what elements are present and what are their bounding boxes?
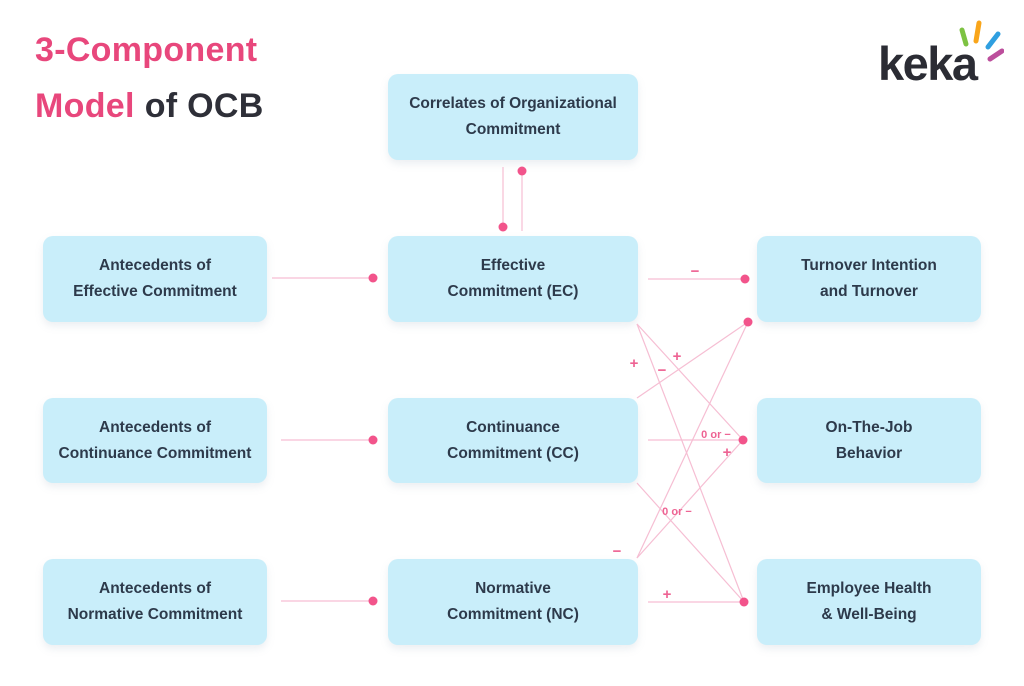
box-correlates: Correlates of Organizational Commitment <box>388 74 638 160</box>
spark-blue-icon <box>985 31 1001 50</box>
box-employee-health: Employee Health & Well-Being <box>757 559 981 645</box>
box-normative-commitment-line2: Commitment (NC) <box>447 606 579 623</box>
box-employee-health-line1: Employee Health <box>806 580 932 597</box>
arrow-dot-ant-cc <box>368 435 378 445</box>
spark-orange-icon <box>973 20 982 44</box>
connector-cc-health <box>636 482 745 603</box>
box-employee-health-line2: & Well-Being <box>821 606 917 623</box>
sign-label-nc-turnover: − <box>613 543 622 560</box>
keka-logo-text: keka <box>878 37 978 90</box>
arrow-dot-turnover-top <box>740 274 750 284</box>
spark-pink-icon <box>987 48 1004 62</box>
box-antecedents-normative-line2: Normative Commitment <box>67 606 243 623</box>
sign-label-ec-turnover: − <box>691 263 700 280</box>
connector-ec-otj <box>636 323 744 441</box>
keka-logo-sparks-icon <box>959 20 1004 62</box>
title-accent-line2: Model <box>35 87 135 125</box>
box-antecedents-continuance: Antecedents of Continuance Commitment <box>43 398 267 483</box>
keka-logo: keka <box>878 20 1008 90</box>
arrow-dot-ant-ec <box>368 273 378 283</box>
box-antecedents-continuance-line1: Antecedents of <box>99 418 211 436</box>
title-rest-line2: of OCB <box>144 87 264 125</box>
connector-cc-turnover <box>636 321 749 399</box>
box-normative-commitment: Normative Commitment (NC) <box>388 559 638 645</box>
box-on-the-job-behavior-line2: Behavior <box>835 444 903 462</box>
box-antecedents-continuance-line2: Continuance Commitment <box>58 444 252 462</box>
sign-label-cc-health: 0 or − <box>662 506 692 518</box>
sign-label-nc-health: + <box>663 586 672 603</box>
box-antecedents-normative-line1: Antecedents of <box>99 580 211 597</box>
box-normative-commitment-line1: Normative <box>475 580 551 597</box>
box-correlates-line1: Correlates of Organizational <box>409 95 617 112</box>
title-accent-line1: 3-Component <box>35 31 258 69</box>
box-continuance-commitment-line2: Commitment (CC) <box>447 444 579 462</box>
page-title-line1: 3-Component <box>35 22 264 78</box>
box-effective-commitment-line1: Effective <box>480 257 546 274</box>
box-antecedents-effective-line1: Antecedents of <box>99 257 211 274</box>
arrow-dot-turnover-bottom <box>743 317 753 327</box>
box-turnover: Turnover Intention and Turnover <box>757 236 981 322</box>
box-antecedents-effective-line2: Effective Commitment <box>73 283 237 300</box>
arrow-dot-health <box>739 597 749 607</box>
box-antecedents-normative: Antecedents of Normative Commitment <box>43 559 267 645</box>
box-on-the-job-behavior: On-The-Job Behavior <box>757 398 981 483</box>
box-effective-commitment: Effective Commitment (EC) <box>388 236 638 322</box>
arrow-dot-otj <box>738 435 748 445</box>
arrow-dot-ec-to-correlates <box>517 166 527 176</box>
box-turnover-line2: and Turnover <box>820 283 918 300</box>
box-antecedents-effective: Antecedents of Effective Commitment <box>43 236 267 322</box>
box-on-the-job-behavior-line1: On-The-Job <box>825 418 913 436</box>
sign-label-cc-otj: 0 or − <box>701 429 731 441</box>
arrow-dot-correlates-to-ec <box>498 222 508 232</box>
box-continuance-commitment-line1: Continuance <box>466 418 560 436</box>
sign-label-ec-otj: + <box>673 348 682 365</box>
connector-nc-otj <box>636 439 744 559</box>
sign-label-nc-otj: + <box>723 444 732 461</box>
box-turnover-line1: Turnover Intention <box>801 257 937 274</box>
box-correlates-line2: Commitment <box>465 121 561 138</box>
spark-green-icon <box>959 27 969 47</box>
sign-label-cc-turnover: − <box>658 362 667 379</box>
box-effective-commitment-line2: Commitment (EC) <box>447 283 579 300</box>
connector-nc-turnover <box>636 321 749 559</box>
box-continuance-commitment: Continuance Commitment (CC) <box>388 398 638 483</box>
connector-ec-health <box>636 323 745 603</box>
arrow-dot-ant-nc <box>368 596 378 606</box>
sign-label-ec-health: + <box>630 355 639 372</box>
